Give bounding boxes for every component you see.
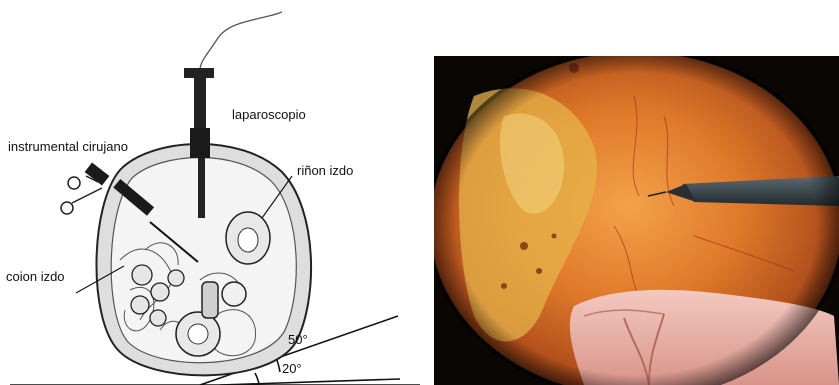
angle-20-label: 20° [282,361,302,376]
instrument-label: instrumental cirujano [8,139,128,154]
kidney-label: riñon izdo [297,163,353,178]
colon-label: coion izdo [6,269,65,284]
cross-section-diagram [0,0,430,385]
laparoscopic-view-photo [434,56,839,385]
angle-50-label: 50° [288,332,308,347]
laparoscope-label: laparoscopio [232,107,306,122]
